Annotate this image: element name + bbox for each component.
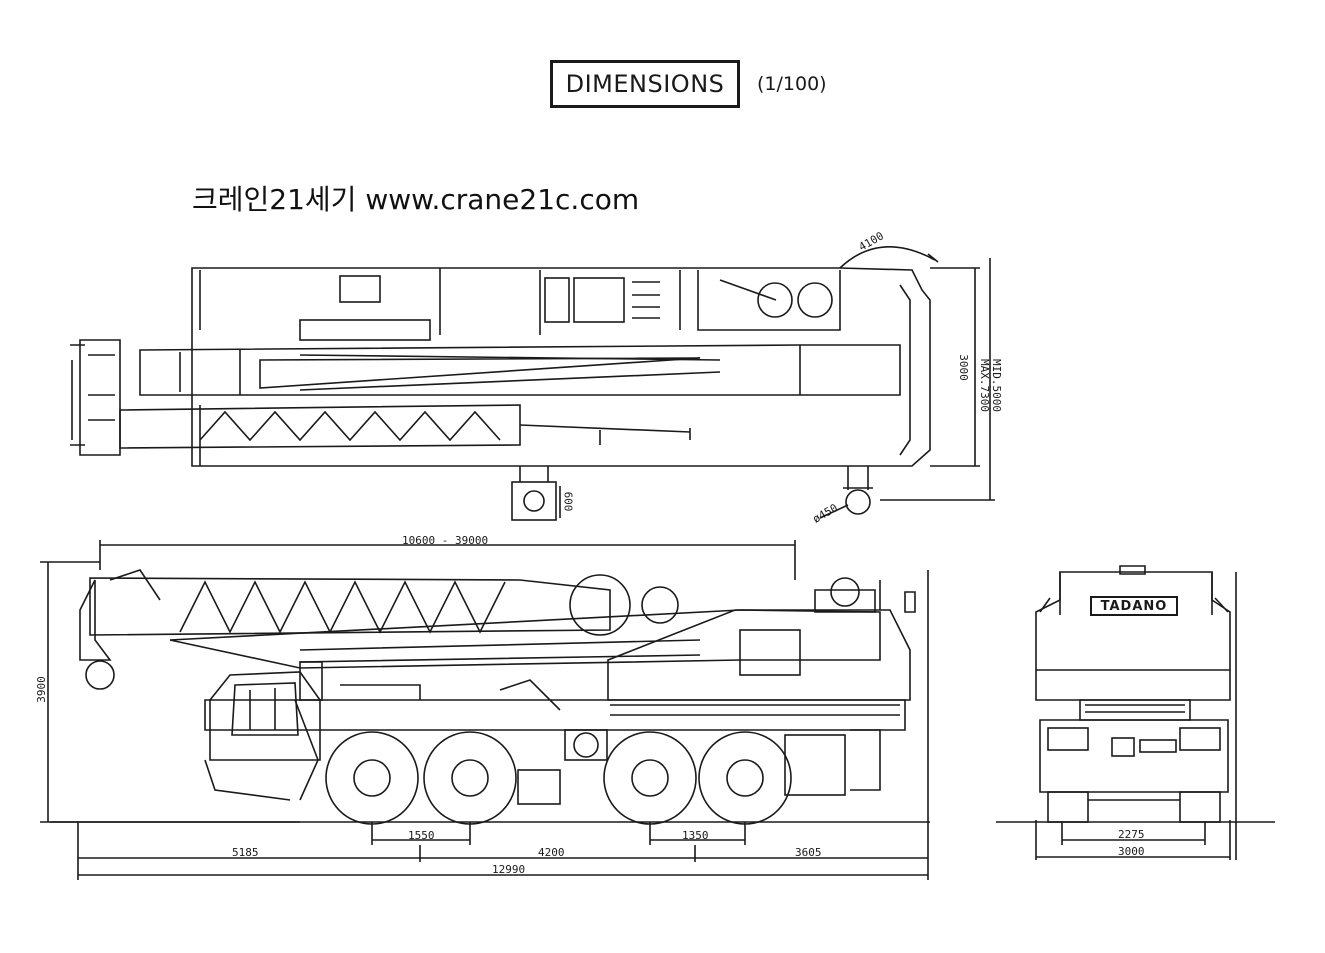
dim-rear-width: 3000 [1118,845,1145,858]
dim-axle-front: 1550 [408,829,435,842]
top-view [70,245,995,521]
dim-wheelbase: 4200 [538,846,565,859]
scale-label: (1/100) [757,73,827,95]
dim-axle-rear: 1350 [682,829,709,842]
dim-mid-extension: MID.5000 [989,359,1003,412]
page-title: DIMENSIONS [550,60,740,108]
dim-front-overhang: 5185 [232,846,259,859]
dim-rear-overhang: 3605 [795,846,822,859]
dim-track-width: 2275 [1118,828,1145,841]
dim-width-top: 3000 [956,354,970,381]
dim-total-length: 12990 [492,863,526,876]
dim-pad-height: 600 [561,491,575,512]
brand-logo: TADANO [1090,596,1178,616]
rear-view [996,565,1275,860]
dim-boom-length: 10600 - 39000 [402,534,489,547]
site-watermark: 크레인21세기 www.crane21c.com [192,183,640,216]
dim-height: 3900 [34,676,48,703]
side-view [40,540,930,880]
dim-max-extension: MAX.7300 [977,359,991,412]
